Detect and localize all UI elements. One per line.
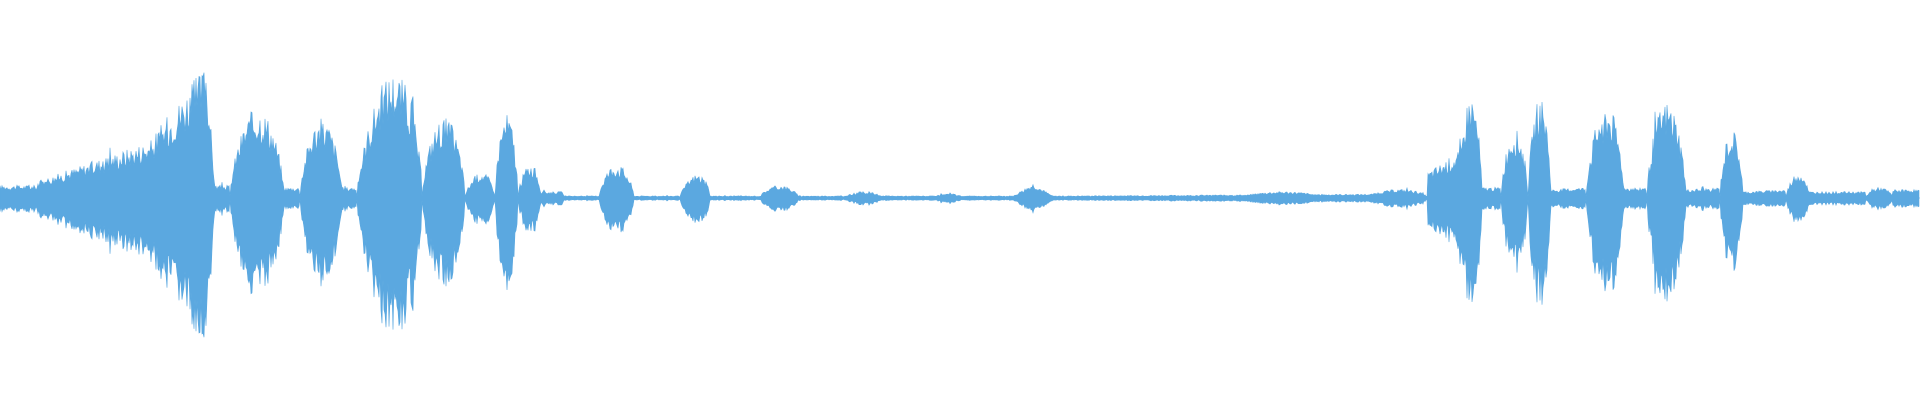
- waveform-envelope: [0, 72, 1920, 338]
